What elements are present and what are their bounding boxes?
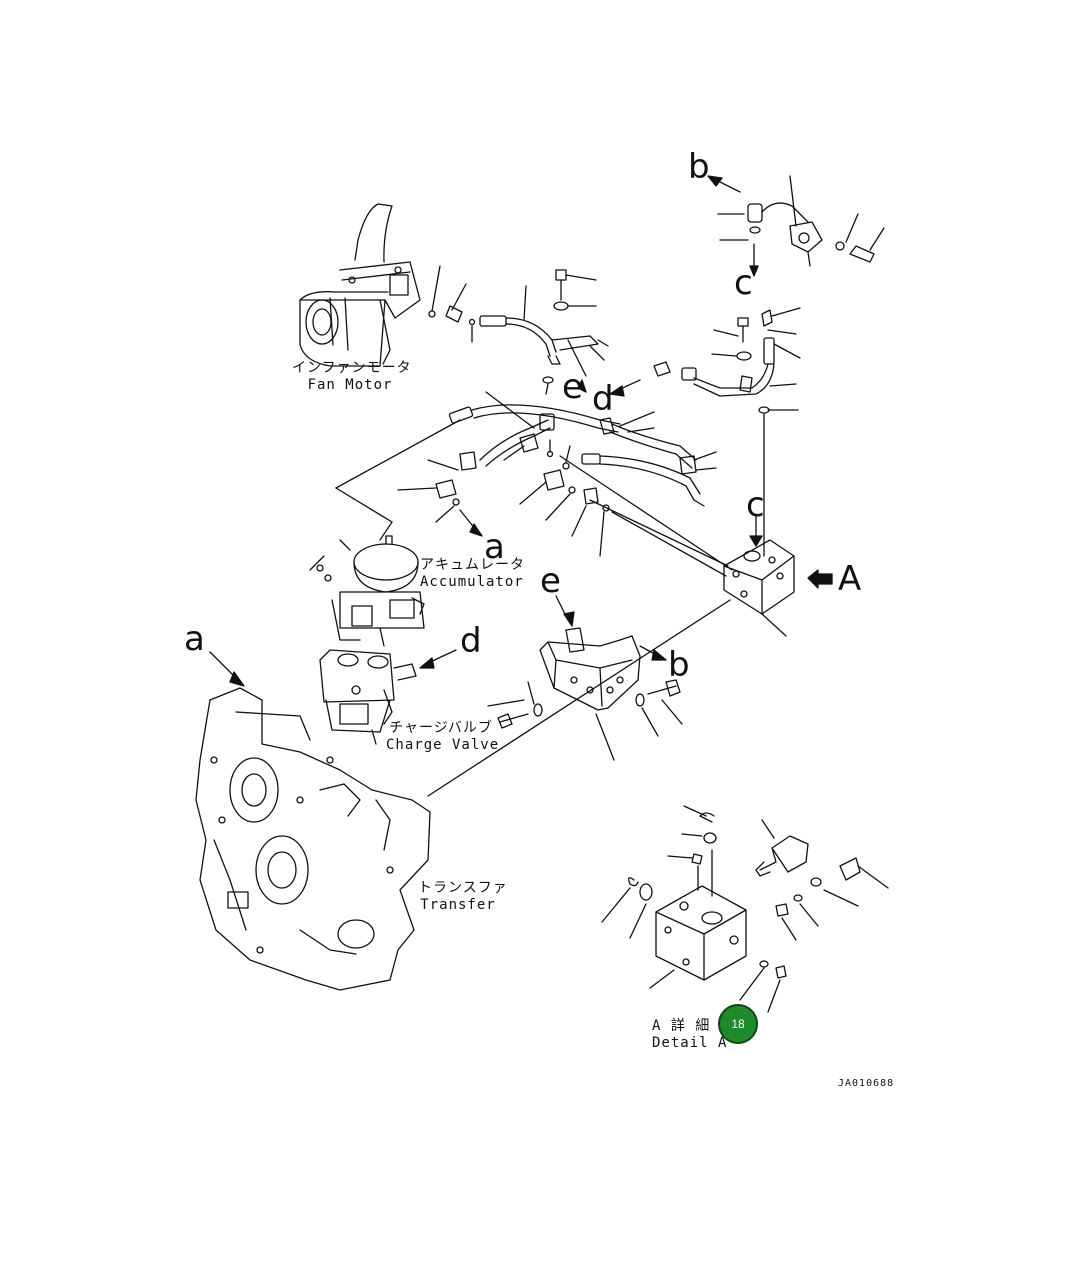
transfer-label-jp: トランスファ bbox=[418, 880, 508, 896]
ref-letter-b-top: b bbox=[688, 147, 710, 187]
ref-letter-a-accumulator: a bbox=[484, 527, 505, 567]
ref-letter-e-bracket: e bbox=[540, 561, 561, 601]
accumulator-label-jp: アキュムレータ bbox=[420, 557, 525, 573]
detail-A-label-en: Detail A bbox=[652, 1035, 728, 1051]
ref-letter-d-top: d bbox=[592, 379, 614, 419]
charge-valve-label-en: Charge Valve bbox=[386, 737, 500, 753]
fan-motor-label-jp: インファンモータ bbox=[292, 360, 412, 376]
charge-valve-label-jp: チャージバルブ bbox=[389, 720, 493, 736]
detail-A-caption: A 詳 細 Detail A bbox=[652, 1018, 728, 1052]
fan-motor-label-en: Fan Motor bbox=[307, 377, 393, 393]
transfer-label-en: Transfer bbox=[420, 897, 496, 913]
page-number-badge[interactable]: 18 bbox=[718, 1004, 758, 1044]
mounting-bracket-drawing bbox=[539, 627, 641, 711]
accumulator-drawing bbox=[309, 535, 425, 647]
transfer-drawing bbox=[195, 687, 431, 991]
ref-letter-b-bracket: b bbox=[668, 645, 690, 685]
ref-letter-d-charge: d bbox=[460, 621, 482, 661]
transfer-caption: トランスファ Transfer bbox=[418, 880, 508, 914]
fan-motor-drawing bbox=[299, 203, 421, 367]
ref-letter-c-block: c bbox=[746, 485, 765, 525]
detail-A-label-jp: A 詳 細 bbox=[652, 1018, 711, 1034]
pressure-sensor-drawing bbox=[717, 175, 885, 267]
accumulator-caption: アキュムレータ Accumulator bbox=[420, 557, 525, 591]
accumulator-label-en: Accumulator bbox=[420, 574, 524, 590]
ref-letter-A: A bbox=[838, 559, 862, 599]
ref-letter-c-top: c bbox=[734, 263, 753, 303]
ref-letter-e-top: e bbox=[562, 367, 583, 407]
drawing-code: JA010688 bbox=[838, 1078, 895, 1089]
ref-letter-a-transfer: a bbox=[184, 619, 205, 659]
charge-valve-caption: チャージバルブ Charge Valve bbox=[386, 720, 500, 754]
valve-block-A-drawing bbox=[723, 539, 795, 615]
fan-motor-caption: インファンモータ Fan Motor bbox=[292, 360, 412, 394]
detail-A-block-drawing bbox=[655, 885, 747, 981]
charge-valve-drawing bbox=[319, 649, 417, 745]
